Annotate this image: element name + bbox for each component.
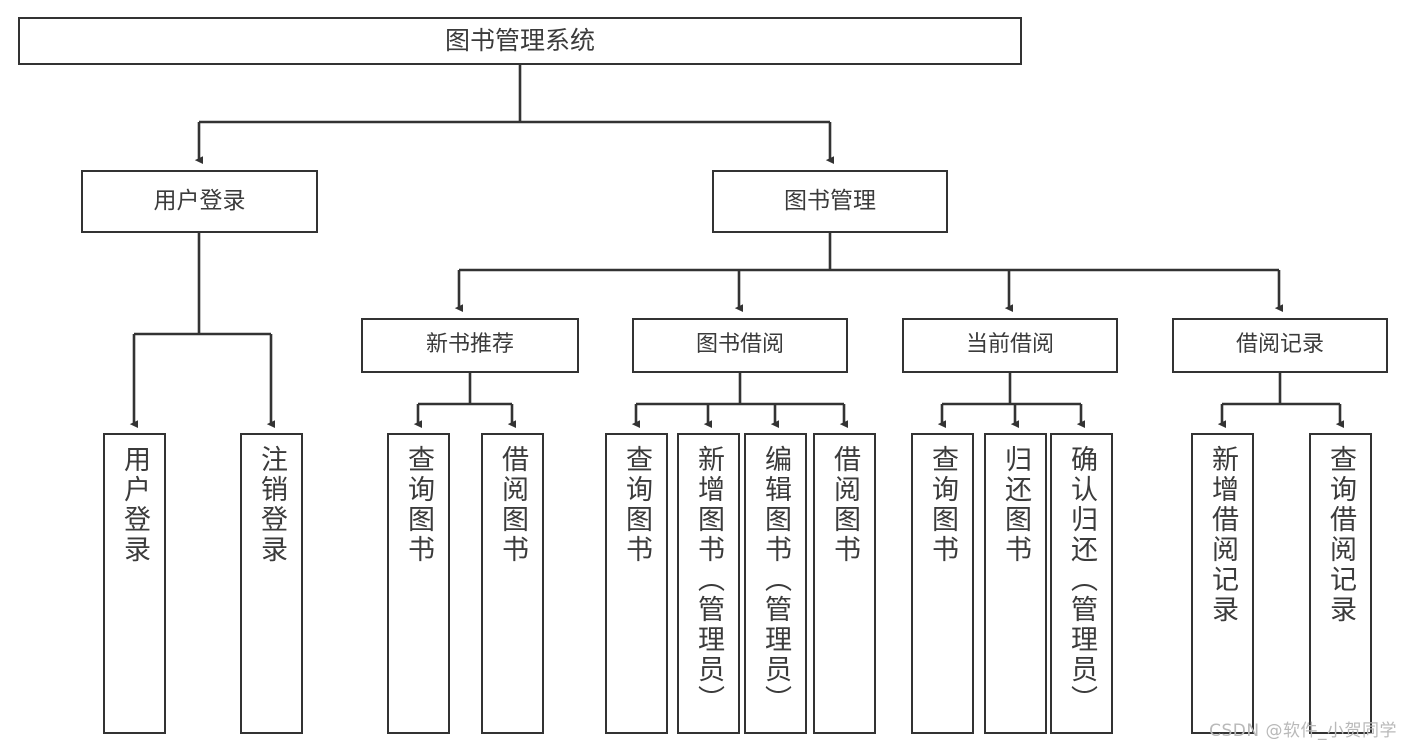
node-label: 查询图书	[403, 445, 434, 565]
node-leaf-logout[interactable]: 注销登录	[240, 433, 303, 734]
node-label: 用户登录	[153, 187, 246, 214]
node-leaf-add-book-admin[interactable]: 新增图书（管理员）	[677, 433, 740, 734]
node-label: 用户登录	[119, 445, 150, 565]
node-leaf-edit-book-admin[interactable]: 编辑图书（管理员）	[744, 433, 807, 734]
node-label: 图书管理系统	[444, 26, 595, 55]
node-label: 注销登录	[256, 445, 287, 565]
node-leaf-query-book-current[interactable]: 查询图书	[911, 433, 974, 734]
node-label: 当前借阅	[965, 332, 1054, 358]
node-leaf-query-book-recommend[interactable]: 查询图书	[387, 433, 450, 734]
node-label: 图书管理	[784, 187, 876, 214]
node-label: 新增借阅记录	[1207, 445, 1238, 625]
node-leaf-add-borrow-record[interactable]: 新增借阅记录	[1191, 433, 1254, 734]
node-label: 图书借阅	[695, 332, 784, 358]
node-label: 新增图书（管理员）	[693, 445, 724, 715]
node-label: 新书推荐	[425, 332, 514, 358]
node-leaf-confirm-return-admin[interactable]: 确认归还（管理员）	[1050, 433, 1113, 734]
node-branch-user-login[interactable]: 用户登录	[81, 170, 318, 233]
node-branch-book-management[interactable]: 图书管理	[712, 170, 948, 233]
node-leaf-borrow-book[interactable]: 借阅图书	[813, 433, 876, 734]
node-leaf-borrow-book-recommend[interactable]: 借阅图书	[481, 433, 544, 734]
node-label: 借阅记录	[1235, 332, 1324, 358]
node-label: 查询图书	[621, 445, 652, 565]
node-leaf-user-login[interactable]: 用户登录	[103, 433, 166, 734]
node-label: 借阅图书	[829, 445, 860, 565]
node-label: 查询借阅记录	[1325, 445, 1356, 625]
node-root-system[interactable]: 图书管理系统	[18, 17, 1022, 65]
node-label: 确认归还（管理员）	[1066, 445, 1097, 715]
node-label: 归还图书	[1000, 445, 1031, 565]
node-leaf-return-book[interactable]: 归还图书	[984, 433, 1047, 734]
node-label: 查询图书	[927, 445, 958, 565]
node-label: 编辑图书（管理员）	[760, 445, 791, 715]
node-sub-new-book-recommend[interactable]: 新书推荐	[361, 318, 579, 373]
node-label: 借阅图书	[497, 445, 528, 565]
node-sub-borrow-record[interactable]: 借阅记录	[1172, 318, 1388, 373]
node-sub-book-borrow[interactable]: 图书借阅	[632, 318, 848, 373]
csdn-watermark: CSDN @软件_小贺同学	[1209, 721, 1397, 741]
node-leaf-query-book-borrow[interactable]: 查询图书	[605, 433, 668, 734]
node-sub-current-borrow[interactable]: 当前借阅	[902, 318, 1118, 373]
node-leaf-query-borrow-record[interactable]: 查询借阅记录	[1309, 433, 1372, 734]
